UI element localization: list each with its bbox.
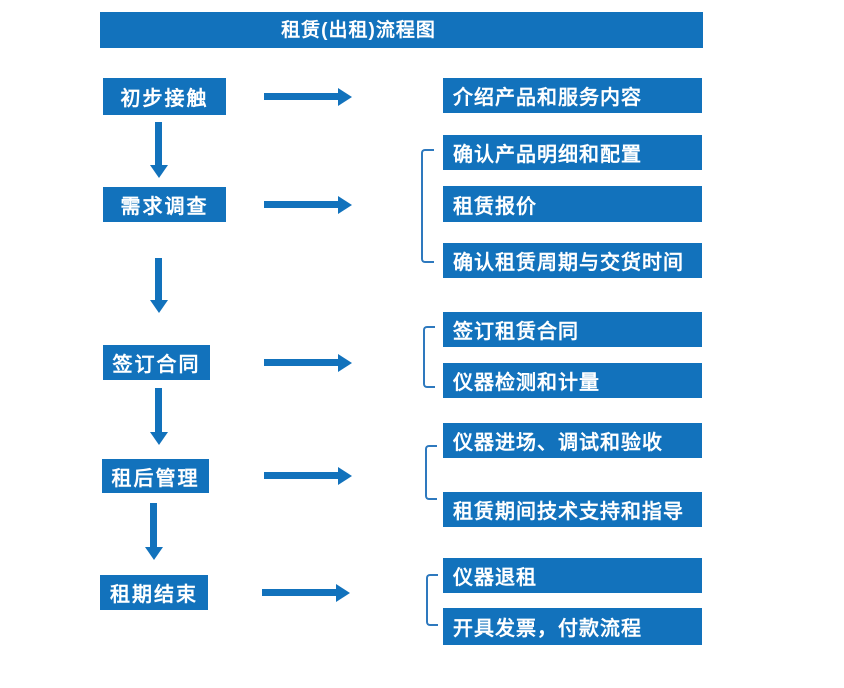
bracket-post-rental-details	[425, 445, 437, 500]
detail-box-instrument-return: 仪器退租	[443, 558, 702, 593]
right-arrow-step2	[264, 201, 338, 208]
bracket-sign-contract-details	[423, 326, 435, 388]
right-arrow-step4	[264, 472, 338, 479]
step-box-rental-end: 租期结束	[100, 575, 208, 610]
step-box-post-rental-management: 租后管理	[102, 459, 209, 493]
step-box-demand-survey: 需求调查	[103, 187, 226, 222]
down-arrow-step2-step3	[155, 258, 162, 300]
down-arrow-step3-step4	[155, 388, 162, 432]
detail-box-confirm-product-config: 确认产品明细和配置	[443, 135, 702, 170]
detail-box-tech-support: 租赁期间技术支持和指导	[443, 492, 702, 527]
detail-box-invoice-payment: 开具发票，付款流程	[443, 608, 702, 645]
down-arrow-step4-step5	[150, 503, 157, 547]
detail-box-confirm-period-delivery: 确认租赁周期与交货时间	[443, 243, 702, 278]
bracket-rental-end-details	[426, 574, 438, 626]
detail-box-instrument-testing: 仪器检测和计量	[443, 363, 702, 398]
right-arrow-step1	[264, 93, 338, 100]
down-arrow-step1-step2	[155, 122, 162, 165]
diagram-title: 租赁(出租)流程图	[100, 12, 703, 48]
detail-box-sign-rental-contract: 签订租赁合同	[443, 312, 702, 347]
right-arrow-step3	[264, 359, 338, 366]
bracket-demand-survey-details	[421, 149, 434, 263]
right-arrow-step5	[262, 589, 336, 596]
step-box-sign-contract: 签订合同	[103, 345, 210, 380]
step-box-initial-contact: 初步接触	[103, 78, 226, 115]
detail-box-instrument-onsite-acceptance: 仪器进场、调试和验收	[443, 423, 702, 458]
detail-box-introduce-products: 介绍产品和服务内容	[443, 78, 702, 113]
detail-box-rental-quote: 租赁报价	[443, 186, 702, 222]
